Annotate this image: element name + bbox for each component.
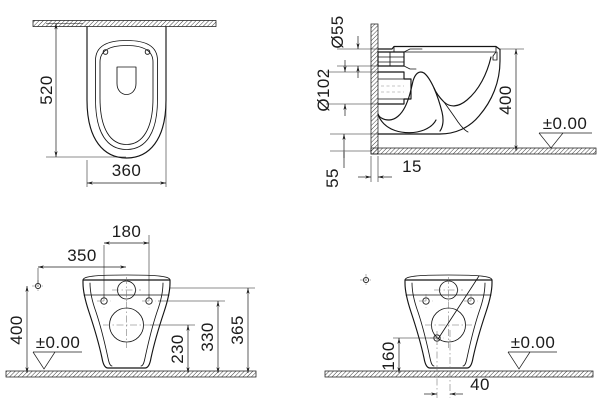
rear-dim-160-label: 160 (379, 341, 398, 371)
plan-seat-rim (95, 40, 158, 150)
section-dim-d102-label: Ø102 (314, 68, 333, 111)
rear-floor (324, 370, 594, 378)
section-soil-outlet (377, 71, 412, 105)
front-dim-180-label: 180 (112, 222, 142, 241)
front-pan-top-edge (82, 274, 171, 281)
rear-inner-left (411, 282, 435, 367)
section-siphon-leg2 (443, 101, 469, 133)
view-section: Ø55 Ø102 400 55 15 ±0.00 (314, 15, 597, 188)
section-pan-outer (377, 45, 501, 135)
front-inner-right (140, 282, 164, 367)
front-dim-350-label: 350 (67, 246, 97, 265)
rear-datum-label: ±0.00 (511, 333, 555, 352)
section-rim-top (393, 46, 497, 53)
section-dim-55-label: 55 (323, 168, 342, 188)
view-front: 180 350 400 230 330 365 ±0.00 (5, 222, 257, 378)
front-dim-365-label: 365 (228, 315, 247, 345)
front-pan-outline (82, 279, 171, 369)
rear-leader-diagonal (437, 275, 480, 340)
front-inner-left (89, 282, 113, 367)
view-plan: 520 360 (32, 20, 217, 187)
section-siphon-leg (433, 87, 444, 132)
rear-inner-right (462, 282, 486, 367)
front-floor (5, 370, 257, 378)
plan-fixing-hole-right (144, 49, 151, 55)
view-rear: 160 40 ±0.00 (324, 274, 594, 398)
section-dim-15-label: 15 (402, 157, 422, 176)
front-dim-230-label: 230 (168, 334, 187, 364)
section-rim-lip (492, 51, 498, 61)
plan-pan-outline (86, 26, 167, 159)
section-datum-label: ±0.00 (543, 114, 587, 133)
section-dim-400-label: 400 (496, 85, 515, 115)
front-datum-symbol: ±0.00 (32, 333, 82, 370)
front-dim-330-label: 330 (198, 322, 217, 352)
plan-fixing-hole-left (102, 49, 109, 55)
plan-dim-360-label: 360 (112, 161, 142, 180)
rear-datum-symbol: ±0.00 (507, 333, 557, 370)
section-flush-inlet (377, 48, 423, 70)
section-datum-symbol: ±0.00 (538, 114, 592, 149)
plan-bowl-inner (99, 45, 154, 145)
rear-pan-top-edge (404, 274, 493, 281)
section-wall (370, 23, 379, 155)
front-dim-400-label: 400 (7, 315, 26, 345)
plan-wall-band (32, 20, 217, 27)
rear-dim-40-label: 40 (470, 375, 490, 394)
section-dim-d55-label: Ø55 (328, 15, 347, 48)
plan-flush-outlet (116, 66, 137, 95)
section-bowl-inner (423, 56, 492, 107)
section-trap-curve (377, 71, 425, 121)
front-datum-label: ±0.00 (36, 333, 80, 352)
section-floor (370, 147, 597, 155)
rear-pan-outline (404, 279, 493, 369)
plan-dim-520-label: 520 (37, 75, 56, 105)
section-water-seal (377, 113, 437, 134)
